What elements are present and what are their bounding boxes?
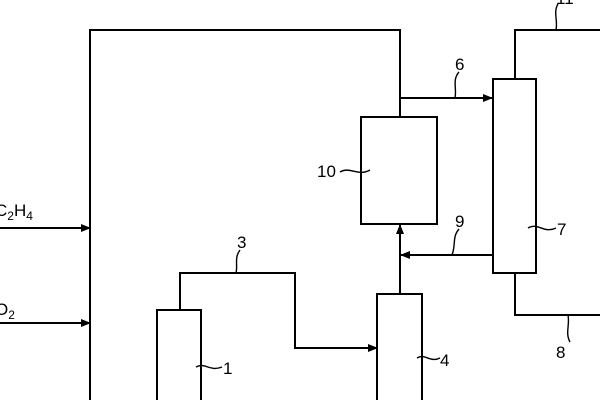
label-unit-1: 1: [223, 359, 232, 378]
stream-8-line: [514, 272, 600, 316]
leader-unit-1: [195, 364, 223, 370]
label-o2: O2: [0, 300, 15, 322]
leader-unit-10: [339, 169, 371, 174]
leader-stream-6: [454, 71, 460, 99]
label-stream-9: 9: [455, 212, 464, 231]
label-stream-11: 11: [556, 0, 574, 8]
column-7-box: [492, 78, 537, 274]
label-unit-10: 10: [317, 162, 336, 181]
stream-11-line: [514, 29, 600, 80]
label-unit-7: 7: [557, 220, 566, 239]
feed-collector-line: [89, 29, 401, 400]
unit-4-box: [376, 293, 423, 400]
label-stream-8: 8: [556, 343, 565, 362]
label-unit-4: 4: [440, 351, 449, 370]
unit-1-box: [156, 309, 202, 400]
leader-stream-3: [235, 249, 241, 274]
leader-unit-4: [416, 355, 441, 361]
leader-stream-9: [451, 228, 460, 256]
unit-10-box: [360, 116, 438, 225]
label-stream-6: 6: [455, 55, 464, 74]
label-c2h4: C2H4: [0, 201, 33, 223]
leader-unit-7: [527, 225, 557, 231]
label-stream-3: 3: [237, 233, 246, 252]
stream-3-line: [179, 272, 378, 352]
leader-stream-8: [566, 314, 571, 343]
leader-stream-11: [554, 3, 559, 31]
